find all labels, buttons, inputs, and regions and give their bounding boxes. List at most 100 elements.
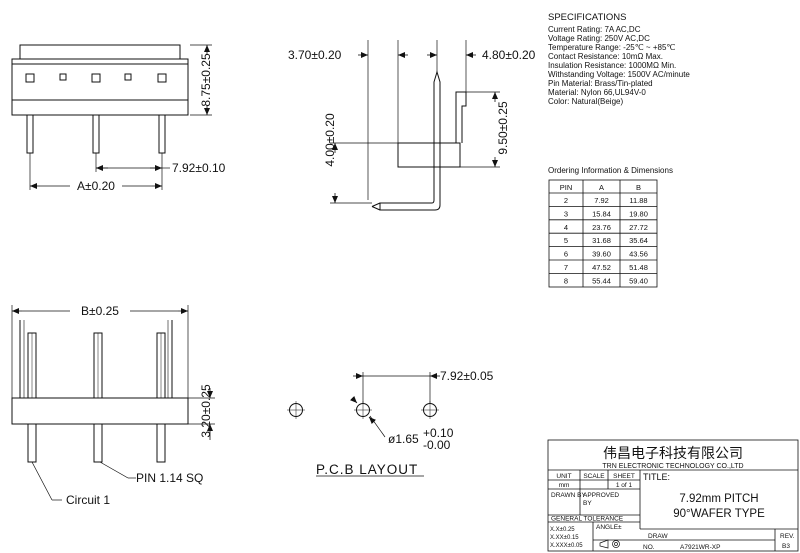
company-name-en: TRN ELECTRONIC TECHNOLOGY CO.,LTD [602,463,743,470]
table-cell: 35.64 [629,236,648,245]
table-cell: 7 [564,263,568,272]
lock-slot [59,73,67,81]
table-header: B [636,183,641,192]
title-label: TITLE: [643,472,670,482]
company-name-cn: 伟昌电子科技有限公司 [603,446,743,462]
circuit-label: Circuit 1 [66,493,110,507]
pin-window [25,73,35,83]
spec-line: Current Rating: 7A AC,DC [548,25,641,34]
title-block [547,439,799,552]
a-dim-label: A±0.20 [77,179,115,193]
ordering-table [548,179,658,288]
table-cell: 2 [564,196,568,205]
angle-label: ANGLE± [596,524,622,531]
table-header: A [599,183,604,192]
pin [158,114,166,154]
pitch-top-label: 7.92±0.10 [172,161,226,175]
table-cell: 6 [564,250,568,259]
draw-label: DRAW [648,533,668,540]
lock-slot [124,73,132,81]
table-cell: 27.72 [629,223,648,232]
table-cell: 59.40 [629,276,648,285]
specifications-title: SPECIFICATIONS [548,12,626,23]
front-housing [11,58,189,116]
unit-value: mm [559,482,570,489]
side-left-label: 3.70±0.20 [288,48,342,62]
spec-line: Material: Nylon 66,UL94V-0 [548,88,646,97]
table-cell: 3 [564,209,568,218]
unit-label: UNIT [556,473,571,480]
tolerance-2: X.XX±0.15 [550,535,579,541]
pcb-layout [287,372,440,477]
hole-tolerance-plus: +0.10 [423,426,454,440]
table-cell: 23.76 [592,223,611,232]
spec-line: Contact Resistance: 10mΩ Max. [548,52,663,61]
table-header: PIN [560,183,573,192]
sheet-value: 1 of 1 [616,482,633,489]
drawn-by-label: DRAWN BY [551,492,586,499]
height-top-label: 8.75±0.25 [199,53,213,107]
projection-symbol-icon [599,539,620,549]
side-view [330,40,500,211]
table-cell: 5 [564,236,568,245]
bottom-height-label: 3.20±0.25 [199,384,213,438]
table-cell: 15.84 [592,209,611,218]
pcb-layout-title: P.C.B LAYOUT [316,462,418,477]
hole-tolerance-minus: -0.00 [423,438,451,452]
pin [93,423,103,463]
side-right-label: 4.80±0.20 [482,48,536,62]
table-cell: 43.56 [629,250,648,259]
spec-line: Color: Natural(Beige) [548,97,623,106]
table-cell: 11.88 [629,196,647,205]
specifications-list: Current Rating: 7A AC,DC Voltage Rating:… [548,25,690,106]
tolerance-3: X.XXX±0.05 [550,543,583,549]
side-height-outer-label: 9.50±0.25 [496,101,510,155]
table-cell: 51.48 [629,263,648,272]
front-top-ridge [19,44,181,60]
bottom-housing [11,397,189,425]
rev-label: REV. [780,533,795,540]
drawing-title-line1: 7.92mm PITCH [679,493,758,505]
front-view [11,44,212,190]
bottom-view [11,305,215,501]
pin-window [91,73,101,83]
pin [92,114,100,154]
spec-line: Pin Material: Brass/Tin-plated [548,79,653,88]
drawing-title-line2: 90°WAFER TYPE [673,508,765,520]
side-height-inner-label: 4.00±0.20 [323,113,337,167]
pin [27,423,37,463]
table-cell: 19.80 [629,209,648,218]
scale-label: SCALE [583,473,605,480]
table-cell: 8 [564,276,568,285]
side-pin [379,70,441,211]
pin-window [157,73,167,83]
rev-value: B3 [782,543,790,550]
pin [156,423,166,463]
approved-by-label-2: BY [583,500,592,507]
spec-line: Insulation Resistance: 1000MΩ Min. [548,61,676,70]
general-tolerance-label: GENERAL TOLERANCE [551,516,624,523]
sheet-label: SHEET [613,473,635,480]
spec-line: Withstanding Voltage: 1500V AC/minute [548,70,690,79]
b-dim-label: B±0.25 [81,304,119,318]
ordering-title: Ordering Information & Dimensions [548,166,673,175]
side-housing [397,142,461,168]
table-cell: 4 [564,223,568,232]
pin-size-label: PIN 1.14 SQ [136,471,203,485]
pcb-pitch-label: 7.92±0.05 [440,369,494,383]
table-cell: 55.44 [592,276,611,285]
table-cell: 7.92 [594,196,609,205]
spec-line: Temperature Range: -25℃ ~ +85℃ [548,43,675,52]
tolerance-1: X.X±0.25 [550,527,575,533]
no-label: NO. [643,544,655,551]
table-cell: 47.52 [592,263,611,272]
hole-diameter-label: ø1.65 [388,432,419,446]
table-cell: 39.60 [592,250,611,259]
drawing-number: A7921WR-XP [680,544,720,551]
ordering-table-text: PIN A B 2 7.92 11.88 3 15.84 19.80 4 23.… [560,183,648,285]
pin [26,114,34,154]
approved-by-label: APPROVED [583,492,619,499]
table-cell: 31.68 [592,236,611,245]
side-latch [455,91,467,143]
